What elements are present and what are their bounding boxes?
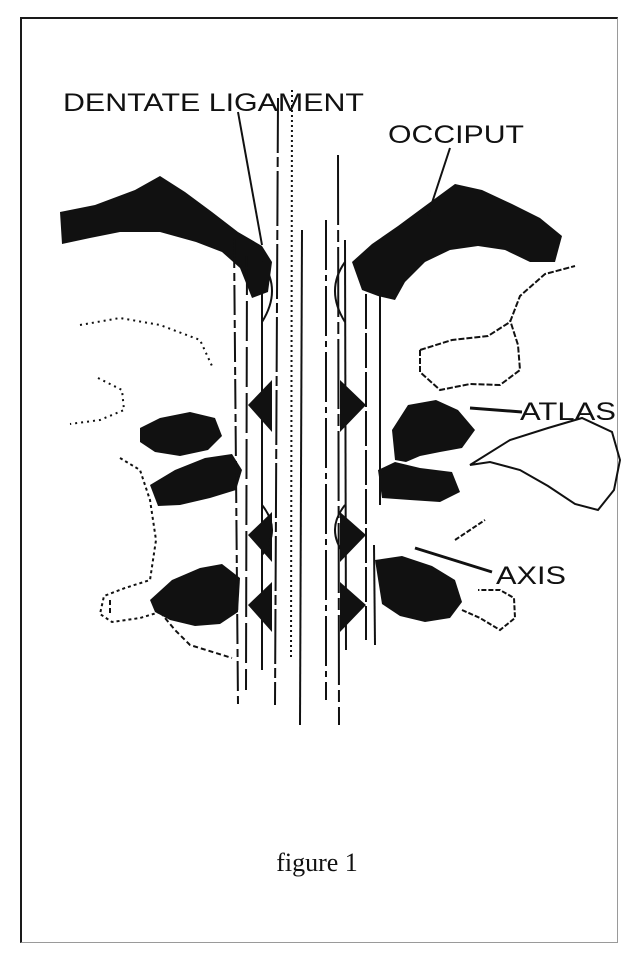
dentate-ligament-leader [238, 112, 262, 245]
occiput-left [60, 176, 272, 298]
dentate-ligament-wedges [248, 380, 366, 632]
axis-label: AXIS [496, 562, 566, 590]
left-mass-upper [140, 412, 222, 456]
occiput-label: OCCIPUT [388, 121, 524, 149]
right-mass-middle [378, 462, 460, 502]
atlas-lateral-mass [470, 418, 620, 510]
left-mass-middle [150, 454, 242, 506]
canal-bulges [262, 262, 345, 555]
left-axis-contour [100, 458, 160, 622]
atlas-label: ATLAS [520, 398, 616, 426]
dentate-ligament-label: DENTATE LIGAMENT [63, 89, 364, 117]
atlas-outline [420, 266, 575, 390]
atlas-leader [470, 408, 522, 412]
right-mass-lower [375, 556, 462, 622]
left-mass-lower [150, 564, 240, 626]
atlas-right-mass [392, 400, 475, 462]
occiput-right [352, 184, 562, 300]
left-atlas-contour [70, 318, 212, 424]
figure-caption: figure 1 [0, 848, 634, 878]
